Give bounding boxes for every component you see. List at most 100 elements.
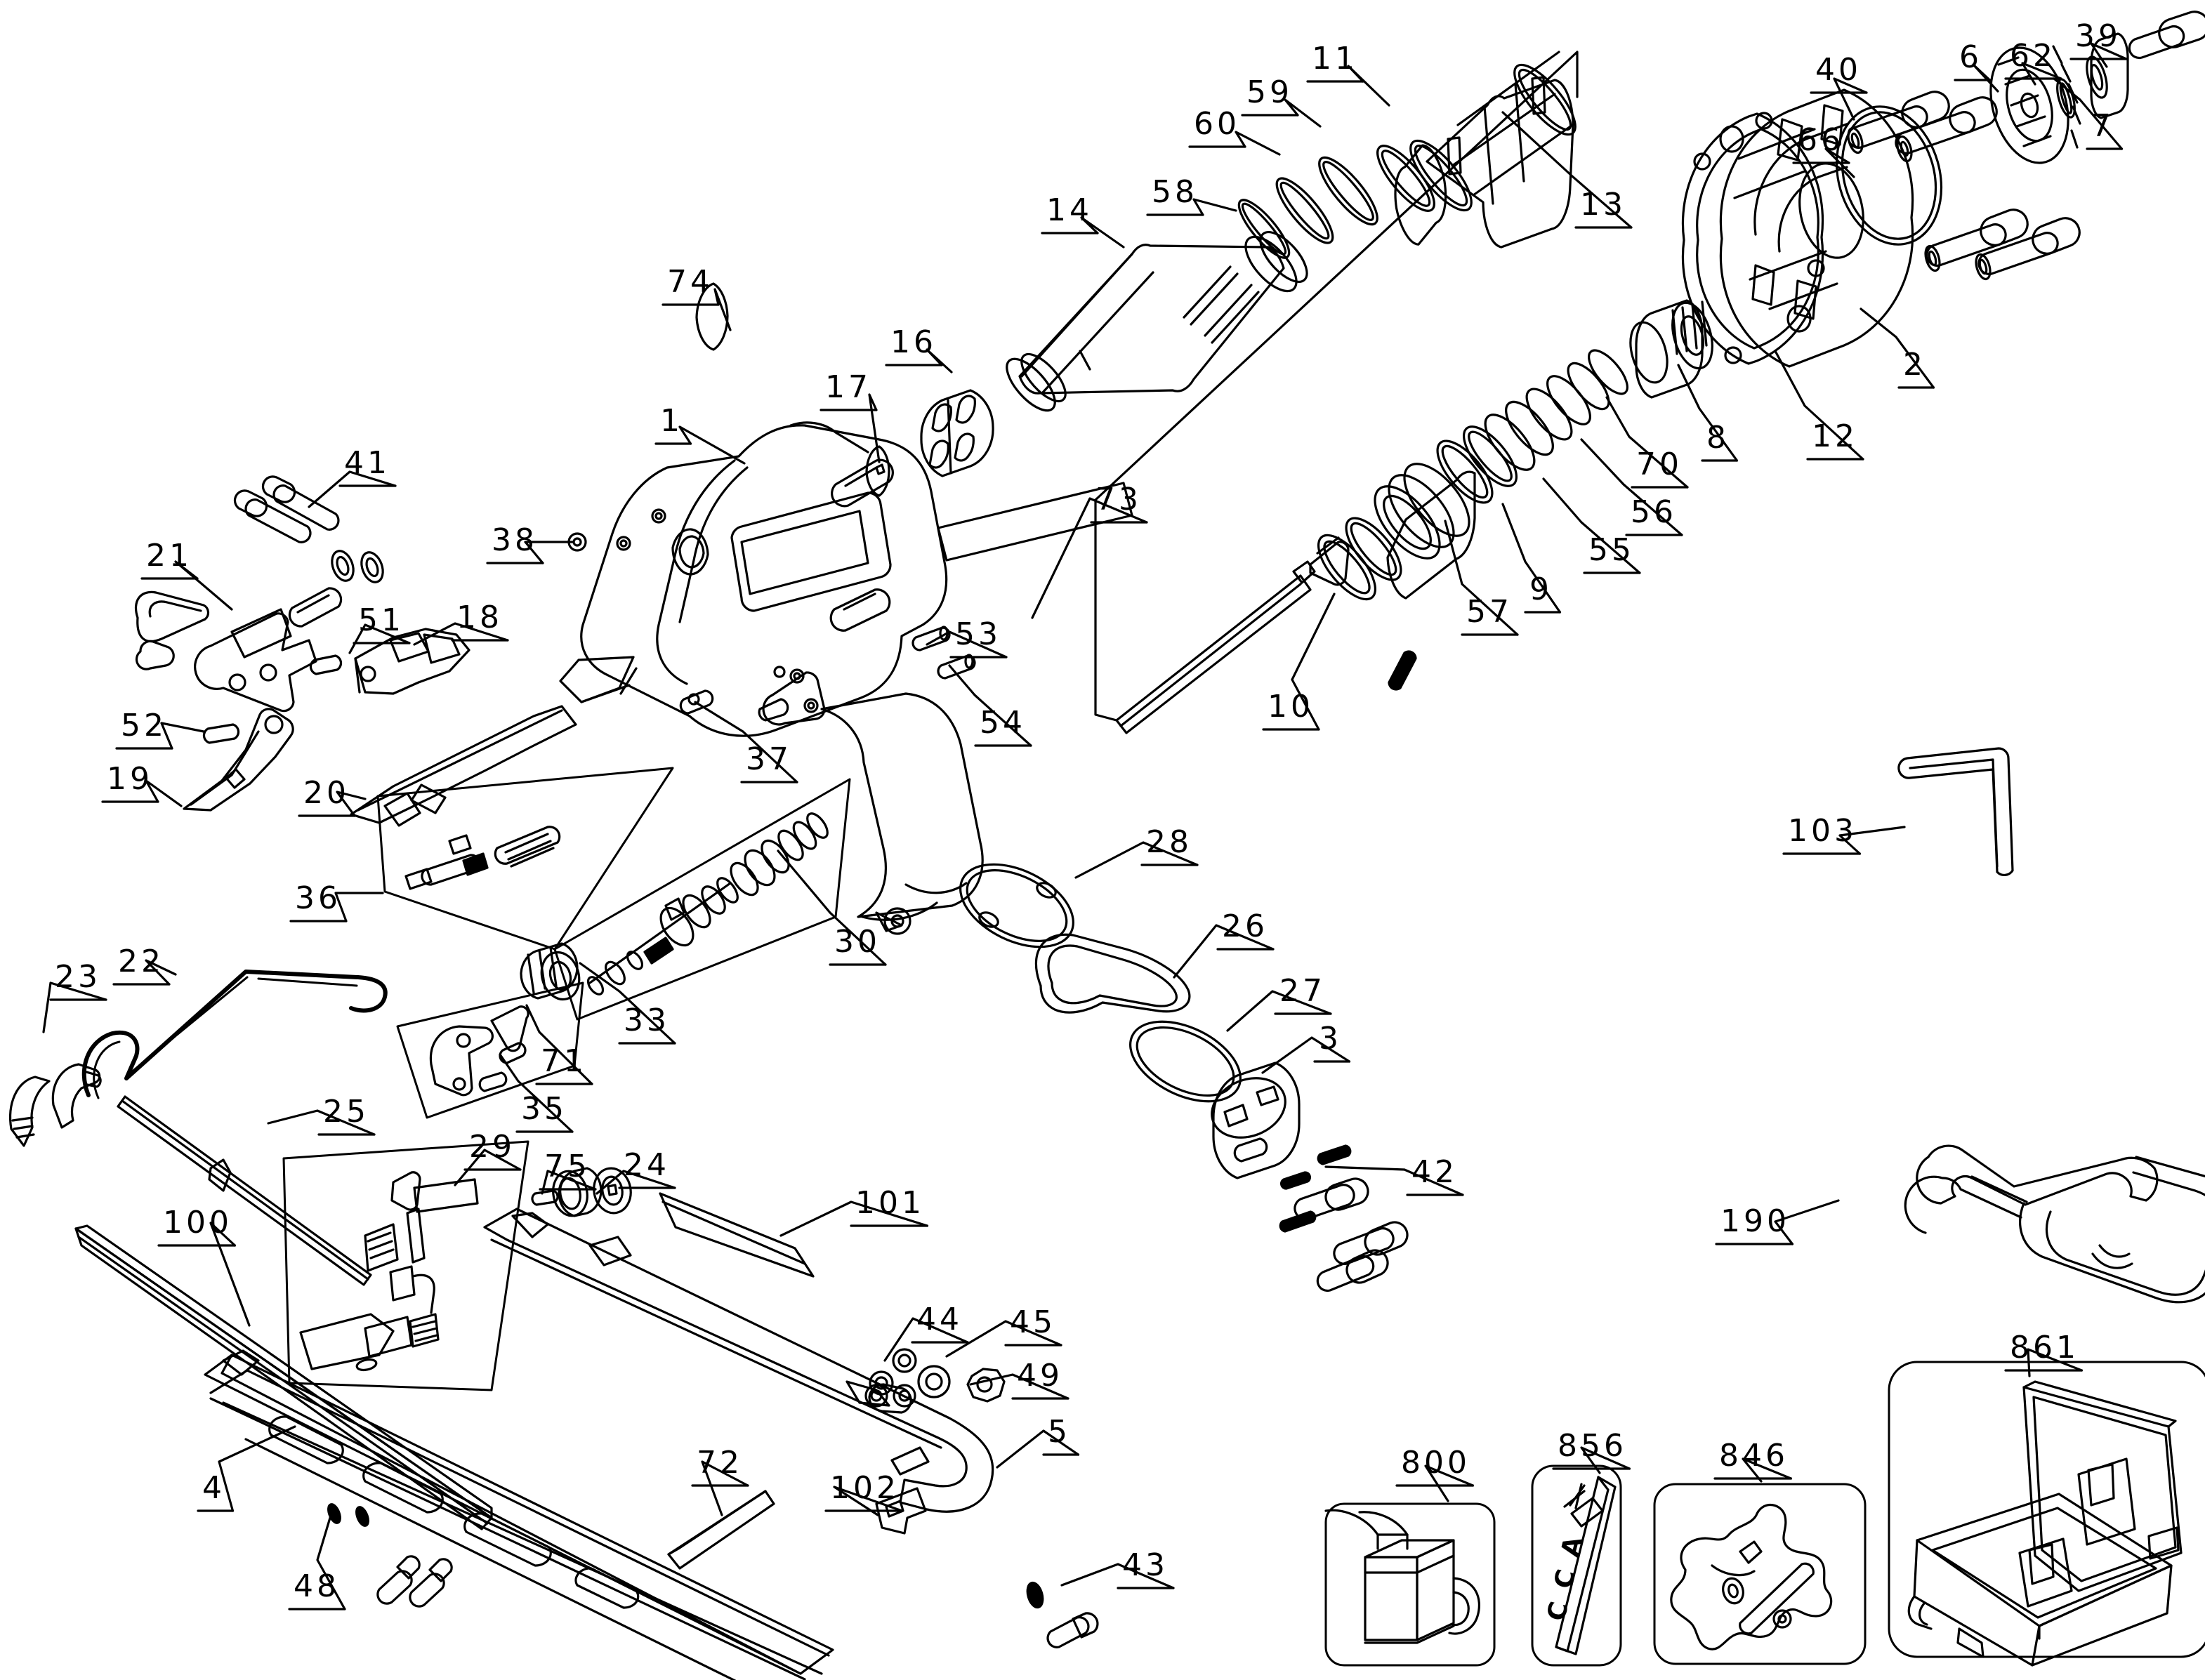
callout-leader-60 (1235, 131, 1281, 156)
callout-leader-62 (2021, 62, 2062, 86)
callout-number-10: 10 (1268, 689, 1314, 725)
bolt-part-39 (2128, 11, 2205, 60)
pins-part-41 (233, 475, 384, 583)
hardware-44-45-49 (864, 1365, 1006, 1414)
fan-part-6 (1989, 45, 2081, 164)
callout-number-39: 39 (2075, 18, 2121, 54)
cylinder-part-14 (1006, 231, 1308, 412)
callout-leader-10 (1291, 593, 1336, 731)
callout-number-71: 71 (541, 1043, 587, 1079)
callout-number-35: 35 (521, 1091, 567, 1127)
callout-number-26: 26 (1222, 908, 1268, 944)
o-ring-part-60 (1275, 177, 1334, 244)
callout-number-100: 100 (163, 1205, 232, 1241)
bearing-part-8 (1629, 299, 1713, 399)
callout-number-5: 5 (1048, 1414, 1071, 1450)
callout-number-51: 51 (358, 602, 404, 638)
label-part-73 (937, 482, 1133, 562)
o-ring-part-66 (1835, 105, 1943, 246)
piston-spring-assembly-group (1115, 299, 1713, 734)
callout-number-6: 6 (1959, 39, 1982, 75)
callout-leader-45 (945, 1320, 1062, 1358)
callout-number-66: 66 (1798, 122, 1844, 158)
wire-bail-part-22 (81, 970, 388, 1099)
o-ring-part-58 (1237, 199, 1291, 259)
callout-number-37: 37 (746, 741, 792, 777)
callout-number-861: 861 (2010, 1330, 2079, 1365)
callout-leader-103 (1838, 826, 1906, 855)
callout-number-57: 57 (1466, 594, 1513, 630)
callout-leader-4 (218, 1425, 296, 1512)
callout-leader-6 (1972, 63, 1999, 93)
callout-number-40: 40 (1815, 52, 1862, 88)
callout-leader-23 (42, 981, 107, 1033)
callout-number-856: 856 (1558, 1428, 1627, 1464)
callout-number-3: 3 (1319, 1021, 1342, 1057)
callout-number-48: 48 (294, 1568, 340, 1604)
callout-number-12: 12 (1812, 418, 1858, 454)
callout-leader-28 (1074, 841, 1199, 879)
callout-number-101: 101 (855, 1185, 925, 1221)
cylinder-assembly-group (1006, 51, 1577, 412)
callout-number-21: 21 (146, 538, 192, 574)
cage-part-13 (1409, 51, 1577, 249)
callout-leader-8 (1677, 364, 1739, 462)
bar-part-72 (667, 1490, 775, 1570)
callout-leader-101 (779, 1201, 929, 1237)
callout-number-58: 58 (1152, 174, 1198, 210)
callout-number-29: 29 (469, 1129, 515, 1165)
callout-leader-800 (1424, 1464, 1475, 1502)
callout-number-41: 41 (344, 445, 390, 481)
callout-leader-846 (1742, 1457, 1793, 1483)
hardware-24-75 (531, 1167, 632, 1217)
box-861 (1888, 1361, 2205, 1667)
bushing-part-33 (520, 942, 581, 1001)
svg-text:C: C (1542, 1599, 1574, 1624)
clips-part-23 (9, 1063, 102, 1147)
callout-leader-72 (701, 1460, 749, 1516)
callout-number-103: 103 (1788, 813, 1857, 849)
callout-leader-43 (1060, 1563, 1175, 1589)
callout-number-102: 102 (830, 1470, 900, 1506)
clip-part-102 (875, 1487, 927, 1535)
callout-number-38: 38 (492, 522, 538, 558)
callout-number-800: 800 (1401, 1445, 1470, 1481)
pin-part-51 (309, 654, 343, 675)
end-cap-group (959, 863, 1409, 1292)
callout-number-22: 22 (118, 944, 164, 979)
magazine-rail-part-5 (483, 1208, 994, 1513)
callout-leader-33 (579, 962, 676, 1045)
callout-number-56: 56 (1631, 494, 1677, 530)
callout-leader-22 (145, 959, 177, 986)
callout-number-49: 49 (1017, 1358, 1063, 1394)
rail-part-20 (350, 705, 577, 827)
callout-number-54: 54 (980, 705, 1026, 741)
callout-leader-856 (1580, 1446, 1631, 1474)
callout-number-60: 60 (1194, 106, 1240, 142)
callout-number-27: 27 (1279, 973, 1326, 1009)
callout-number-33: 33 (624, 1003, 670, 1038)
callout-leader-7 (2053, 77, 2124, 150)
callout-leader-48 (316, 1516, 346, 1610)
gasket-part-26 (1034, 933, 1191, 1014)
callout-leader-75 (541, 1170, 597, 1195)
callout-number-8: 8 (1706, 420, 1730, 456)
callout-leader-54 (948, 664, 1032, 747)
callout-leader-861 (2027, 1348, 2084, 1377)
o-ring-part-59 (1318, 156, 1378, 226)
callout-number-30: 30 (834, 924, 881, 960)
end-cap-part-2 (1719, 88, 1914, 368)
inset-box-35 (396, 981, 584, 1119)
callout-leader-44 (883, 1317, 969, 1362)
rod-part-25 (117, 1095, 372, 1286)
plug-part-16 (920, 389, 994, 477)
callout-number-44: 44 (916, 1302, 963, 1337)
callout-leader-3 (1261, 1036, 1351, 1074)
callout-leader-40 (1833, 77, 1868, 121)
box-846 (1653, 1483, 1867, 1665)
inset-box-29 (282, 1140, 529, 1391)
pin-part-53 (911, 626, 951, 652)
ring-part-27 (1129, 1020, 1242, 1103)
callout-leader-16 (926, 348, 953, 373)
